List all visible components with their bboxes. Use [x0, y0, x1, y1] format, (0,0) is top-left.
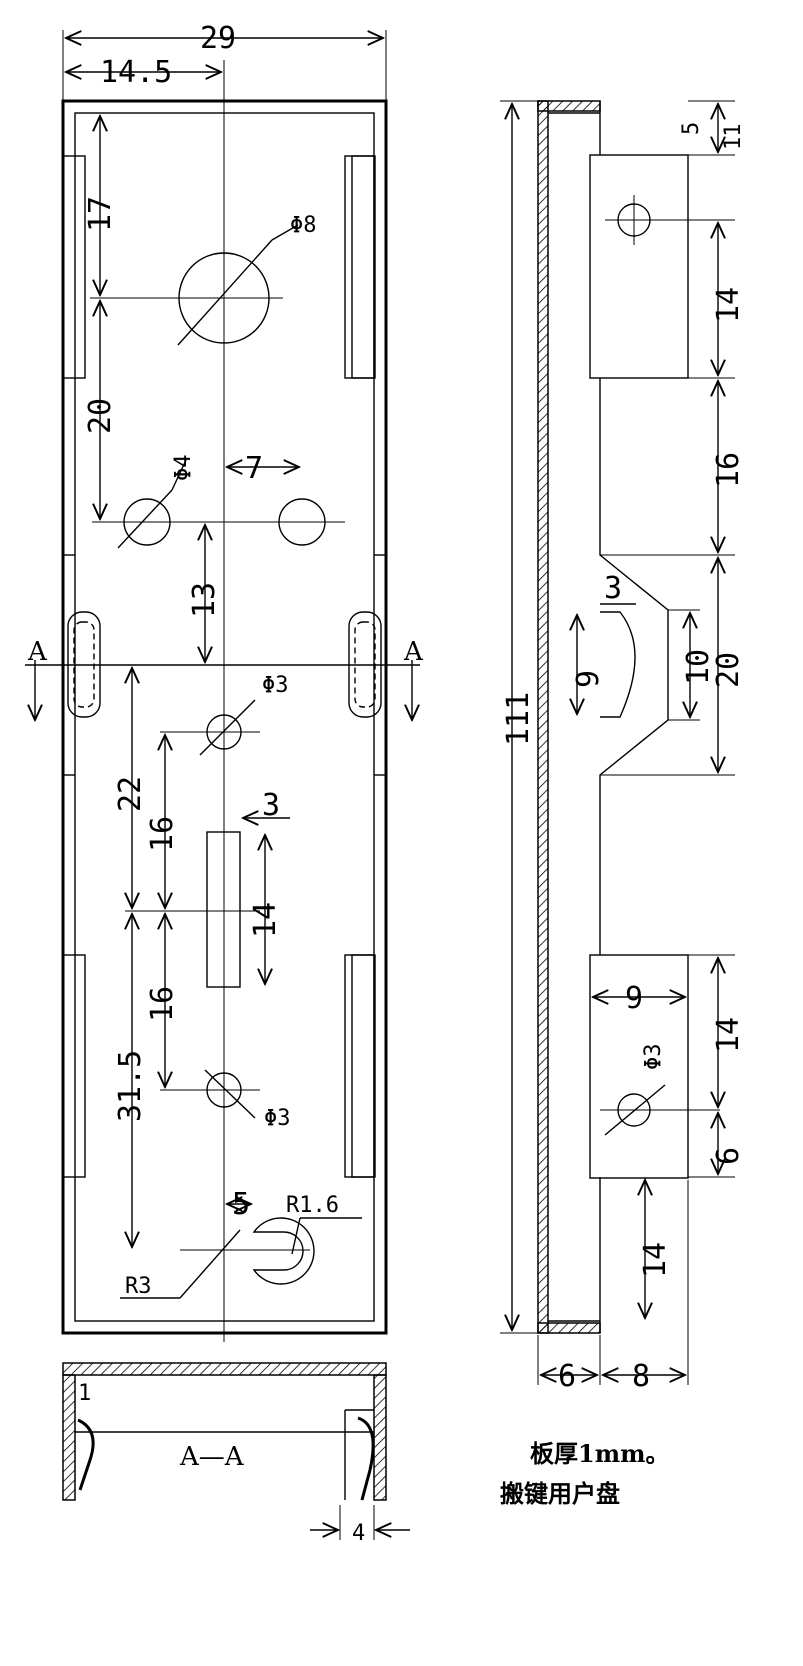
side-dim-14-mid: 14 [711, 1017, 746, 1053]
dim-14: 14 [248, 902, 283, 938]
side-dim-5: 5 [679, 122, 704, 135]
right-tab-bottom-inner [351, 954, 375, 1178]
side-tab-top [589, 154, 689, 379]
side-view: Φ3 11 5 14 16 20 10 14 6 9 3 [500, 100, 746, 1394]
dim-31-5: 31.5 [113, 1050, 148, 1122]
section-dim-4: 4 [352, 1521, 365, 1546]
side-dim-16: 16 [711, 452, 746, 488]
side-dim-9-tab: 9 [571, 670, 606, 688]
label-phi8: Φ8 [290, 213, 317, 238]
dim-20: 20 [83, 398, 118, 434]
section-mark-left: A [27, 637, 48, 667]
label-r16: R1.6 [286, 1193, 339, 1218]
dim-16-lower: 16 [145, 986, 180, 1022]
slot [206, 831, 241, 988]
side-dim-8-bottom: 8 [632, 1359, 650, 1394]
side-dim-6-right: 6 [711, 1147, 746, 1165]
side-dim-14-top: 14 [711, 287, 746, 323]
side-dim-3-tab: 3 [604, 571, 622, 606]
dim-13: 13 [187, 582, 222, 618]
keyhole [252, 1217, 315, 1285]
side-dim-14-bottom: 14 [638, 1242, 673, 1278]
side-dim-6-bottom: 6 [558, 1359, 576, 1394]
side-dim-111: 111 [501, 692, 536, 746]
right-tab-top [344, 155, 376, 379]
label-r3: R3 [125, 1274, 152, 1299]
dim-overall-width: 29 [200, 21, 236, 56]
side-clip [600, 611, 636, 718]
left-tab-bottom [62, 954, 86, 1178]
section-title: A—A [179, 1442, 245, 1472]
section-mark-right: A [403, 637, 424, 667]
side-dim-11: 11 [721, 124, 746, 151]
dim-16-upper: 16 [145, 816, 180, 852]
notes: 板厚1mm。 搬键用户盘 [500, 1439, 670, 1508]
label-phi3-lower: Φ3 [264, 1106, 291, 1131]
dim-half-width: 14.5 [100, 55, 172, 90]
note-thickness: 板厚1mm。 [530, 1439, 670, 1468]
side-dim-10: 10 [681, 649, 716, 685]
side-dim-9-width: 9 [625, 981, 643, 1016]
section-dim-1: 1 [78, 1381, 91, 1406]
dim-3: 3 [262, 788, 280, 823]
side-dim-20: 20 [711, 652, 746, 688]
right-tab-top-inner [351, 155, 375, 379]
dim-5: 5 [232, 1187, 250, 1222]
dim-17: 17 [83, 196, 118, 232]
side-profile [599, 101, 669, 1333]
label-phi3-upper: Φ3 [262, 673, 289, 698]
left-tab-top [62, 155, 86, 379]
note-title: 搬键用户盘 [500, 1479, 620, 1508]
side-label-phi3: Φ3 [641, 1044, 666, 1071]
section-view: 4 1 A—A [62, 1362, 410, 1546]
dim-7: 7 [245, 451, 263, 486]
dim-22: 22 [113, 776, 148, 812]
front-view: A A Φ8 Φ4 Φ3 Φ3 R3 R1.6 [25, 21, 424, 1342]
right-tab-bottom [344, 954, 376, 1178]
side-tab-bottom [589, 954, 689, 1179]
label-phi4: Φ4 [171, 455, 196, 482]
